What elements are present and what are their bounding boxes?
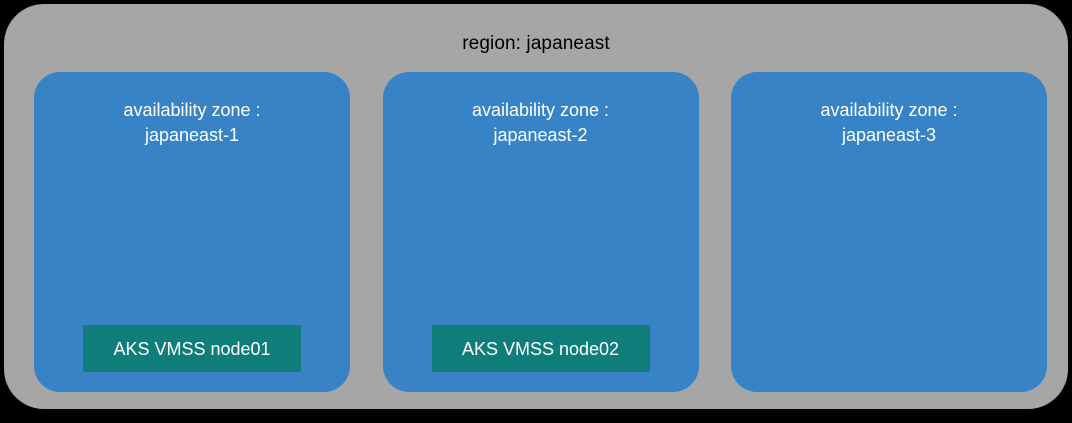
availability-zone-label: availability zone : japaneast-2 xyxy=(383,98,699,148)
availability-zone-label-line2: japaneast-2 xyxy=(493,125,588,145)
availability-zone-label: availability zone : japaneast-3 xyxy=(731,98,1047,148)
aks-vmss-node-box: AKS VMSS node01 xyxy=(83,325,301,372)
availability-zone-label-line1: availability zone : xyxy=(123,100,261,120)
node-slot: AKS VMSS node02 xyxy=(383,325,699,372)
node-slot: AKS VMSS node01 xyxy=(34,325,350,372)
aks-vmss-node-label: AKS VMSS node02 xyxy=(461,338,620,359)
availability-zone-japaneast-1: availability zone : japaneast-1 AKS VMSS… xyxy=(34,72,350,392)
availability-zone-label-line1: availability zone : xyxy=(471,100,610,120)
availability-zone-japaneast-2: availability zone : japaneast-2 AKS VMSS… xyxy=(382,72,699,392)
availability-zone-row: availability zone : japaneast-1 AKS VMSS… xyxy=(34,72,1047,392)
availability-zone-japaneast-3: availability zone : japaneast-3 xyxy=(731,72,1047,392)
availability-zone-label-line2: japaneast-1 xyxy=(144,125,240,145)
availability-zone-label-line2: japaneast-3 xyxy=(841,125,937,145)
region-container: region: japaneast availability zone : ja… xyxy=(4,4,1068,409)
region-title: region: japaneast xyxy=(462,33,610,54)
availability-zone-label: availability zone : japaneast-1 xyxy=(34,98,350,148)
aks-vmss-node-box: AKS VMSS node02 xyxy=(431,325,650,372)
aks-vmss-node-label: AKS VMSS node01 xyxy=(113,338,271,359)
availability-zone-label-line1: availability zone : xyxy=(820,100,958,120)
